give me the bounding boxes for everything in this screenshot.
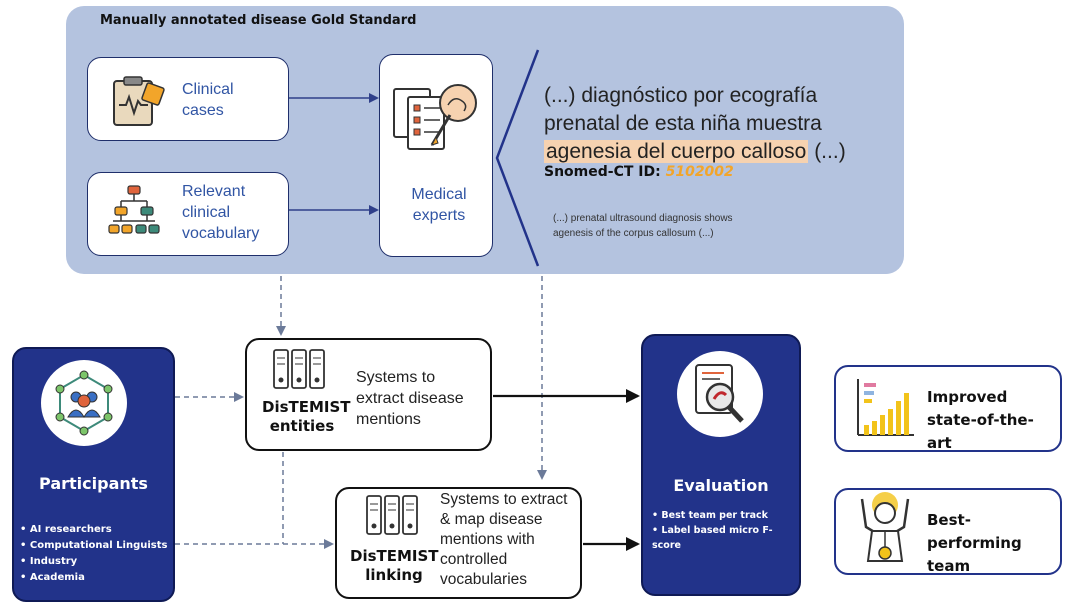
linking-label: DisTEMIST linking [350,547,439,585]
evaluation-list: Best team per track Label based micro F-… [652,508,792,553]
example-line-2: prenatal de esta niña muestra [544,112,822,135]
server-icon [366,495,418,535]
linking-label-line2: linking [365,566,423,584]
list-item: Label based micro F-score [652,523,792,553]
list-item: Industry [20,554,167,570]
improved-box [834,365,1062,452]
medical-experts-label: Medical experts [411,186,467,224]
magnifier-icon [695,364,744,423]
translation-line-1: (...) prenatal ultrasound diagnosis show… [553,213,733,224]
relevant-vocabulary-label: Relevant clinical vocabulary [182,183,260,242]
participants-title: Participants [39,474,148,493]
list-item: AI researchers [20,522,167,538]
gold-standard-title: Manually annotated disease Gold Standard [100,13,417,28]
medical-documents-icon [393,84,477,150]
list-item: Computational Linguists [20,538,168,554]
people-network-icon [55,370,113,436]
example-line-3: agenesia del cuerpo calloso (...) [544,140,846,164]
linking-description: Systems to extract & map disease mention… [440,491,568,588]
entities-label: DisTEMIST entities [262,398,351,436]
list-item: Academia [20,570,167,586]
snomed-id: 5102002 [665,164,734,180]
list-item: Best team per track [652,508,792,523]
example-line-1: (...) diagnóstico por ecografía [544,84,818,107]
highlighted-entity: agenesia del cuerpo calloso [544,140,809,163]
participants-list: AI researchers Computational Linguists I… [20,522,168,586]
entities-label-line1: DisTEMIST [262,398,351,416]
clinical-cases-label: Clinical cases [182,81,234,119]
translation-line-2: agenesis of the corpus callosum (...) [553,228,714,239]
bar-chart-icon [857,379,914,436]
snomed-line: Snomed-CT ID: 5102002 [544,164,734,180]
entities-description: Systems to extract disease mentions [356,369,464,428]
linking-label-line1: DisTEMIST [350,547,439,565]
improved-label: Improved state-of-the-art [927,388,1034,452]
medical-experts-box [379,54,493,257]
snomed-label: Snomed-CT ID: [544,164,666,180]
evaluation-title: Evaluation [673,476,769,495]
hierarchy-icon [108,185,160,234]
entities-label-line2: entities [269,417,335,435]
server-icon [273,349,325,389]
clipboard-icon [113,76,165,126]
best-team-label: Best-performing team [927,511,1022,575]
bracket-chevron [495,49,540,267]
example-tail: (...) [808,140,846,163]
award-person-icon [860,492,910,562]
